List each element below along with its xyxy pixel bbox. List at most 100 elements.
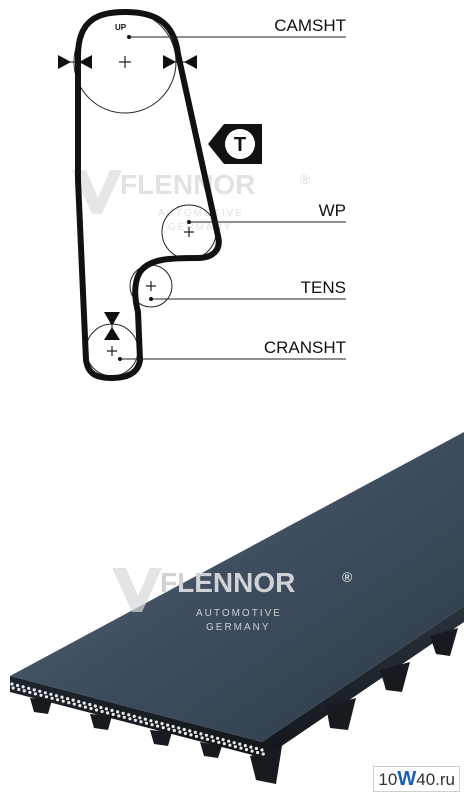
belt-cord-dots: [10, 682, 265, 756]
belt-cord-dot: [61, 699, 65, 703]
belt-cord-dot: [138, 716, 142, 720]
belt-cord-dot: [250, 749, 254, 753]
photo-watermark: FLENNOR ® AUTOMOTIVE GERMANY: [112, 567, 353, 633]
belt-cord-dot: [111, 712, 115, 716]
belt-cord-dot: [189, 733, 193, 737]
site-logo-badge: 10W40.ru: [373, 766, 460, 792]
belt-side-edge: [10, 606, 464, 758]
belt-cord-dot: [99, 705, 103, 710]
watermark-sub-line2: GERMANY: [168, 222, 233, 233]
belt-cord-dot: [222, 742, 226, 746]
camshaft-leader-dot: [127, 35, 131, 39]
site-logo-part1: 10: [378, 770, 398, 789]
photo-watermark-sub-line2: GERMANY: [206, 622, 271, 633]
belt-cord-dot: [150, 723, 154, 727]
tensioner-leader-dot: [149, 297, 153, 301]
belt-cord-dot: [171, 724, 175, 729]
belt-cord-dot: [199, 732, 203, 736]
belt-cord-dot: [211, 739, 215, 743]
belt-cord-dot: [216, 736, 220, 740]
left-mark-arrow-icon-inner: [79, 55, 92, 69]
belt-cord-dot: [71, 698, 75, 702]
belt-cord-dot: [66, 697, 70, 701]
belt-cord-dot: [167, 727, 171, 731]
crankshaft-label: CRANSHT: [264, 338, 346, 357]
belt-cord-dot: [182, 727, 186, 732]
right-mark-arrow-icon-inner: [184, 55, 197, 69]
belt-cord-dot: [116, 710, 120, 714]
belt-cord-dot: [11, 686, 15, 690]
belt-cord-dot: [50, 696, 54, 700]
belt-cord-dot: [261, 752, 265, 756]
belt-cord-dot: [72, 702, 76, 706]
belt-cord-dot: [16, 683, 20, 688]
belt-cord-dot: [166, 723, 170, 727]
photo-watermark-sub-line1: AUTOMOTIVE: [196, 608, 282, 619]
belt-cord-dot: [183, 731, 187, 736]
belt-teeth: [30, 628, 458, 784]
belt-cord-dot: [172, 728, 176, 733]
belt-cord-dot: [200, 736, 204, 740]
site-logo-part2: W: [397, 768, 417, 790]
brand-logo-mark: [72, 170, 122, 214]
belt-cord-dot: [144, 721, 149, 725]
belt-cord-dot: [10, 682, 14, 686]
water-pump-label: WP: [319, 201, 346, 220]
belt-cord-dot: [100, 709, 104, 714]
belt-cord-dot: [89, 706, 93, 711]
belt-cord-dot: [210, 735, 214, 739]
camshaft-timing-marks: [58, 55, 197, 69]
belt-cord-dot: [177, 726, 181, 730]
belt-cord-dot: [17, 687, 21, 692]
belt-cord-dot: [56, 698, 60, 702]
tensioner-label: TENS: [301, 278, 346, 297]
belt-cord-dot: [22, 689, 26, 693]
photo-watermark-registered: ®: [342, 569, 353, 585]
belt-cord-dot: [82, 701, 86, 705]
belt-cord-dot: [127, 713, 131, 717]
belt-cord-dot: [249, 745, 253, 749]
photo-brand-logo-mark: [112, 568, 162, 612]
watermark-registered: ®: [300, 171, 311, 187]
crank-mark-down-arrow-icon: [104, 312, 120, 326]
belt-cord-dot: [154, 720, 158, 724]
belt-top-surface: [10, 432, 464, 742]
belt-cord-dot: [110, 708, 114, 712]
belt-cord-dot: [21, 685, 25, 689]
up-label: UP: [115, 23, 127, 32]
belt-cord-dot: [60, 695, 64, 699]
belt-cord-dot: [194, 734, 199, 738]
water-pump-leader-dot: [187, 220, 191, 224]
belt-cord-dot: [33, 692, 38, 696]
belt-cord-dot: [233, 745, 237, 749]
belt-cord-dot: [117, 714, 121, 718]
belt-cord-dot: [39, 693, 43, 697]
belt-cord-dot: [260, 748, 264, 752]
water-pump-center-cross: [184, 227, 194, 237]
belt-cord-dot: [244, 748, 249, 752]
belt-cord-dot: [43, 691, 47, 695]
tensioner-marker: T: [208, 124, 262, 164]
belt-cord-dot: [221, 738, 225, 742]
belt-cord-dot: [254, 746, 258, 751]
belt-cord-dot: [122, 715, 126, 719]
tensioner-center-cross: [146, 281, 156, 291]
camshaft-center-cross: [119, 56, 131, 68]
belt-cord-dot: [239, 746, 243, 750]
diagram-watermark: FLENNOR ® AUTOMOTIVE GERMANY: [72, 169, 311, 233]
belt-cord-dot: [188, 729, 192, 733]
watermark-sub-line1: AUTOMOTIVE: [158, 208, 244, 219]
left-mark-arrow-icon: [58, 55, 71, 69]
belt-cord-dot: [27, 686, 31, 690]
belt-cord-dot: [93, 704, 97, 708]
belt-cord-dot: [228, 743, 232, 747]
belt-cord-dot: [227, 739, 231, 743]
belt-cord-dot: [83, 705, 87, 709]
belt-cord-dot: [88, 702, 92, 707]
belt-path: [75, 9, 222, 381]
belt-cord-dot: [178, 730, 182, 734]
belt-photo: FLENNOR ® AUTOMOTIVE GERMANY: [10, 432, 464, 784]
belt-cord-dot: [133, 718, 137, 722]
belt-cord-dot: [232, 741, 236, 745]
site-logo-part3: 40: [416, 770, 436, 789]
